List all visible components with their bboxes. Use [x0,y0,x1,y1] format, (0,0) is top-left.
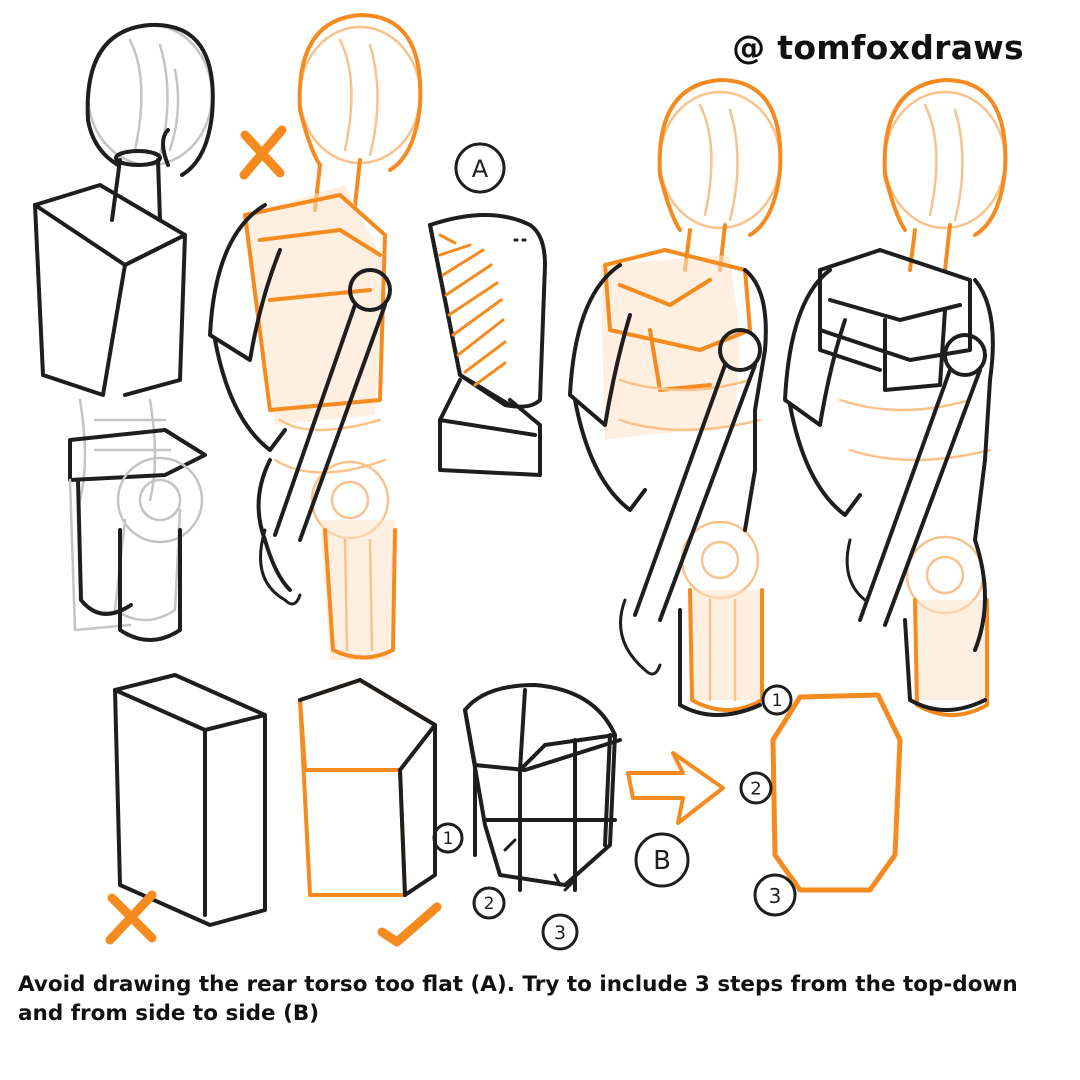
label-b: B [634,832,690,888]
check-mark [377,902,442,947]
svg-text:2: 2 [750,779,761,800]
octagon-cross-section: 1 2 3 [739,684,903,917]
svg-text:1: 1 [443,829,454,849]
box-three-steps [463,683,622,892]
label-a-text: A [472,155,489,183]
svg-text:3: 3 [554,922,566,944]
box-beveled-correct [298,678,437,897]
figure-stepped-back-orange [568,78,783,717]
author-handle: @ tomfoxdraws [732,28,1024,67]
arrow-right [626,751,725,825]
figure-flat-back-orange [208,13,423,660]
svg-text:1: 1 [772,691,783,711]
svg-text:2: 2 [484,894,495,914]
label-b-text: B [653,846,671,876]
figure-stepped-back-black [783,78,1008,717]
box-flat-wrong [113,673,267,927]
caption-text: Avoid drawing the rear torso too flat (A… [18,972,1018,1026]
wrong-mark-bottom [105,890,157,945]
figure-flat-box-torso [33,22,215,642]
step-markers-box: 1 2 3 [432,822,579,951]
flat-torso-side-view [428,213,547,477]
label-a: A [454,142,506,194]
wrong-mark-top [239,125,287,180]
svg-text:3: 3 [769,884,782,908]
torso-drawing-illustration: A [33,13,1008,951]
